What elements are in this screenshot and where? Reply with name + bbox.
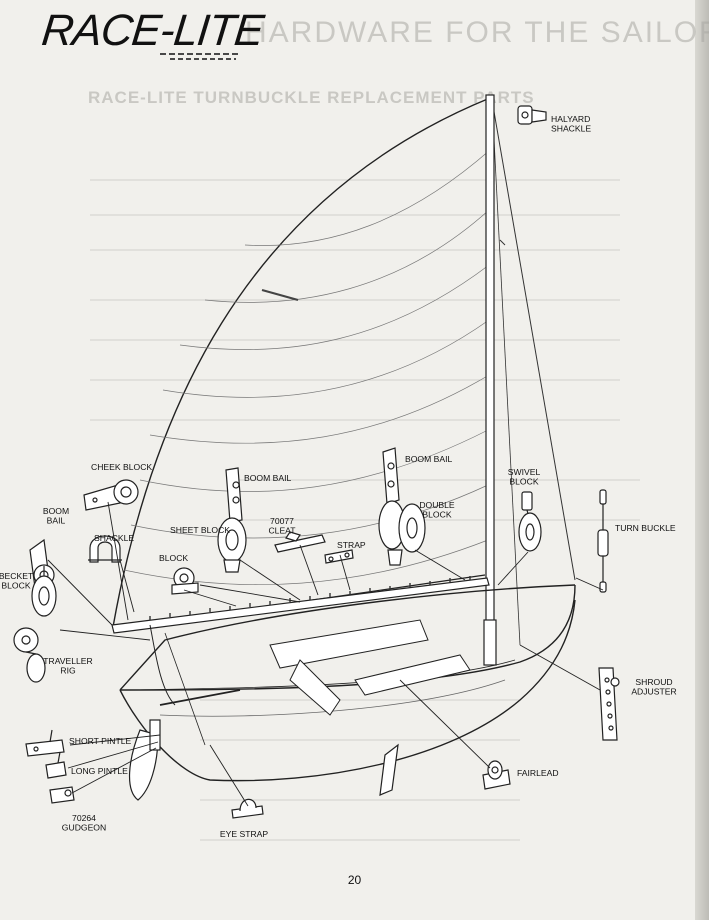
cheek-block-part xyxy=(83,479,139,511)
label-line: BOOM BAIL xyxy=(244,473,291,483)
label-boom-bail-mid: BOOM BAIL xyxy=(244,473,291,483)
label-long-pintle: LONG PINTLE xyxy=(71,766,128,776)
cleat-part xyxy=(274,531,326,553)
label-sheet-block: SHEET BLOCK xyxy=(170,525,230,535)
swivel-block-part xyxy=(518,491,542,552)
turn-buckle-part xyxy=(597,489,609,593)
shroud-adjuster-part xyxy=(598,667,620,741)
short-pintle-part xyxy=(25,729,65,757)
traveller-rig-part xyxy=(13,627,46,683)
label-line: BLOCK xyxy=(509,477,538,487)
label-line: TRAVELLER xyxy=(43,656,93,666)
block-part xyxy=(171,567,199,595)
page-number: 20 xyxy=(347,873,362,887)
label-line: TURN BUCKLE xyxy=(615,523,676,533)
label-line: DOUBLE xyxy=(419,500,455,510)
label-line: BAIL xyxy=(47,516,66,526)
label-strap: STRAP xyxy=(337,540,366,550)
boom-bail-right-part xyxy=(382,447,400,505)
boom-bail-mid-part xyxy=(225,467,243,523)
label-line: 70077 xyxy=(270,516,294,526)
label-line: FAIRLEAD xyxy=(517,768,559,778)
shackle-part xyxy=(88,535,122,563)
gudgeon-part xyxy=(49,786,75,804)
eye-strap-part xyxy=(231,798,264,819)
label-line: BLOCK xyxy=(1,581,30,591)
label-line: HALYARD xyxy=(551,114,590,124)
label-line: LONG PINTLE xyxy=(71,766,128,776)
label-line: GUDGEON xyxy=(62,823,106,833)
page-edge-shadow xyxy=(695,0,709,920)
label-line: SHEET BLOCK xyxy=(170,525,230,535)
mainsail xyxy=(112,97,494,629)
label-line: EYE STRAP xyxy=(220,829,269,839)
label-line: BOOM BAIL xyxy=(405,454,452,464)
label-block: BLOCK xyxy=(159,553,188,563)
strap-part xyxy=(324,549,354,564)
bleedthrough-table-lines xyxy=(90,179,640,841)
label-line: ADJUSTER xyxy=(631,687,676,697)
fairlead-part xyxy=(482,760,511,790)
leader-lines xyxy=(47,501,604,807)
label-boom-bail-right: BOOM BAIL xyxy=(405,454,452,464)
double-block-part xyxy=(378,500,426,566)
forestay-and-shrouds xyxy=(491,99,576,646)
faint-bleedthrough-subtitle: RACE-LITE TURNBUCKLE REPLACEMENT PARTS xyxy=(88,88,535,107)
label-cheek-block: CHEEK BLOCK xyxy=(91,462,152,472)
label-line: BLOCK xyxy=(159,553,188,563)
hull xyxy=(119,584,576,801)
mast xyxy=(483,94,497,666)
label-line: BOOM xyxy=(43,506,69,516)
label-line: CHEEK BLOCK xyxy=(91,462,152,472)
label-line: SWIVEL xyxy=(508,467,541,477)
logo-underline xyxy=(160,53,240,60)
label-line: RIG xyxy=(60,666,76,676)
label-line: SHORT PINTLE xyxy=(69,736,132,746)
label-line: BLOCK xyxy=(422,510,451,520)
label-fairlead: FAIRLEAD xyxy=(517,768,559,778)
halyard-shackle-part xyxy=(517,105,547,125)
label-line: BECKET xyxy=(0,571,34,581)
label-turn-buckle: TURN BUCKLE xyxy=(615,523,676,533)
label-line: 70264 xyxy=(72,813,96,823)
sheet-block-part xyxy=(217,517,247,573)
label-short-pintle: SHORT PINTLE xyxy=(69,736,132,746)
label-shackle: SHACKLE xyxy=(94,533,134,543)
boom xyxy=(111,576,490,634)
label-line: CLEAT xyxy=(268,526,296,536)
label-line: SHACKLE xyxy=(94,533,134,543)
label-line: SHACKLE xyxy=(551,124,591,134)
becket-block-part xyxy=(31,566,57,617)
faint-bleedthrough-title: HARDWARE FOR THE SAILOR xyxy=(245,16,709,49)
label-eye-strap: EYE STRAP xyxy=(220,829,269,839)
label-line: SHROUD xyxy=(635,677,672,687)
label-line: STRAP xyxy=(337,540,366,550)
long-pintle-part xyxy=(45,751,67,779)
